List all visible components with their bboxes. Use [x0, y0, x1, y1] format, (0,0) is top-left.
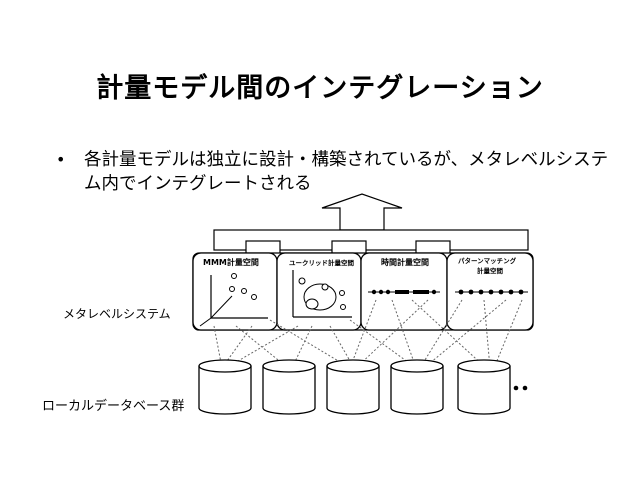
module-mmm: MMM計量空間 [192, 252, 278, 331]
database-1 [198, 359, 252, 415]
database-2 [262, 359, 316, 415]
mapping-lines [213, 299, 523, 369]
module-pattern: パターンマッチング 計量空間 [446, 252, 534, 331]
database-4 [390, 359, 444, 415]
local-db-label: ローカルデータベース群 [42, 399, 185, 414]
database-3 [326, 359, 380, 415]
module-title-pattern: パターンマッチング [458, 256, 517, 265]
connector-tabs [245, 240, 451, 256]
bullet-text: 各計量モデルは独立に設計・構築されているが、メタレベルシステム内でインテグレート… [84, 150, 609, 194]
module-title-pattern-2: 計量空間 [477, 266, 504, 275]
slide-title: 計量モデル間のインテグレーション [96, 73, 544, 104]
module-euclid: ユークリッド計量空間 [276, 252, 362, 331]
bullet-marker: • [56, 150, 66, 169]
module-title-mmm: MMM計量空間 [203, 257, 259, 267]
more-databases-ellipsis [513, 385, 528, 391]
local-databases [198, 359, 511, 415]
database-5 [457, 359, 511, 415]
module-title-euclid: ユークリッド計量空間 [289, 258, 355, 267]
module-title-time: 時間計量空間 [381, 257, 429, 267]
module-time: 時間計量空間 [360, 252, 448, 331]
meta-system-label: メタレベルシステム [63, 307, 171, 321]
